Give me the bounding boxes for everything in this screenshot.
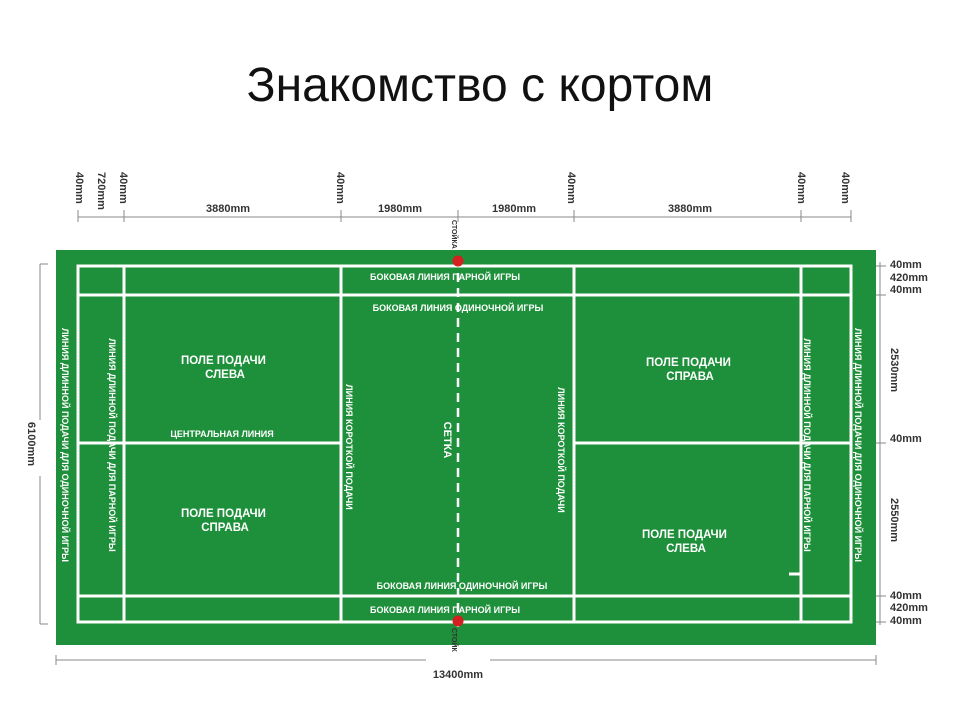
top-dim-720: 720mm bbox=[95, 172, 107, 210]
label-long-service-singles-left: ЛИНИЯ ДЛИННОЙ ПОДАЧИ ДЛЯ ОДИНОЧНОЙ ИГРЫ bbox=[60, 328, 71, 562]
bottom-dim-13400: 13400mm bbox=[433, 669, 483, 681]
right-dim-2530: 2530mm bbox=[888, 348, 900, 392]
label-short-service-right: ЛИНИЯ КОРОТКОЙ ПОДАЧИ bbox=[556, 387, 567, 512]
right-dimension-guides bbox=[876, 262, 886, 625]
zone-left-top-line2: СЛЕВА bbox=[205, 369, 245, 381]
zone-left-bottom: ПОЛЕ ПОДАЧИ СПРАВА bbox=[181, 508, 269, 534]
zone-left-top-line1: ПОЛЕ ПОДАЧИ bbox=[181, 355, 266, 367]
right-dim-2550: 2550mm bbox=[888, 498, 900, 542]
top-dim-1980-b: 1980mm bbox=[492, 203, 536, 215]
left-dim-6100: 6100mm bbox=[25, 422, 37, 466]
top-dim-1980-a: 1980mm bbox=[378, 203, 422, 215]
right-dim-40-b: 40mm bbox=[890, 284, 922, 296]
top-dim-40-a: 40mm bbox=[73, 172, 85, 204]
label-net: СЕТКА bbox=[441, 422, 453, 459]
label-long-service-doubles-left: ЛИНИЯ ДЛИННОЙ ПОДАЧИ ДЛЯ ПАРНОЙ ИГРЫ bbox=[107, 338, 118, 551]
net-post-top bbox=[452, 255, 464, 267]
zone-right-bottom: ПОЛЕ ПОДАЧИ СЛЕВА bbox=[642, 529, 730, 555]
label-post-bottom: СТОЙКА bbox=[450, 628, 459, 657]
label-singles-sideline-top: БОКОВАЯ ЛИНИЯ ОДИНОЧНОЙ ИГРЫ bbox=[373, 302, 544, 313]
top-dim-40-f: 40mm bbox=[839, 172, 851, 204]
zone-left-bottom-line1: ПОЛЕ ПОДАЧИ bbox=[181, 508, 266, 520]
zone-right-top: ПОЛЕ ПОДАЧИ СПРАВА bbox=[646, 357, 734, 383]
label-singles-sideline-bottom: БОКОВАЯ ЛИНИЯ ОДИНОЧНОЙ ИГРЫ bbox=[377, 580, 548, 591]
top-dim-40-b: 40mm bbox=[117, 172, 129, 204]
zone-right-top-line2: СПРАВА bbox=[666, 371, 714, 383]
zone-left-bottom-line2: СПРАВА bbox=[201, 522, 249, 534]
label-center-line: ЦЕНТРАЛЬНАЯ ЛИНИЯ bbox=[170, 429, 273, 439]
net-post-bottom bbox=[452, 615, 464, 627]
right-dim-40-e: 40mm bbox=[890, 615, 922, 627]
label-long-service-singles-right: ЛИНИЯ ДЛИННОЙ ПОДАЧИ ДЛЯ ОДИНОЧНОЙ ИГРЫ bbox=[853, 328, 864, 562]
right-dim-40-c: 40mm bbox=[890, 433, 922, 445]
zone-right-bottom-line1: ПОЛЕ ПОДАЧИ bbox=[642, 529, 727, 541]
top-dim-3880-b: 3880mm bbox=[668, 203, 712, 215]
zone-right-bottom-line2: СЛЕВА bbox=[666, 543, 706, 555]
court-lines bbox=[76, 264, 853, 624]
court-surface bbox=[56, 250, 876, 645]
slide-title: Знакомство с кортом bbox=[246, 59, 714, 112]
right-dim-420-b: 420mm bbox=[890, 602, 928, 614]
zone-right-top-line1: ПОЛЕ ПОДАЧИ bbox=[646, 357, 731, 369]
top-dim-3880-a: 3880mm bbox=[206, 203, 250, 215]
label-doubles-sideline-top: БОКОВАЯ ЛИНИЯ ПАРНОЙ ИГРЫ bbox=[370, 271, 520, 282]
right-dim-40-a: 40mm bbox=[890, 259, 922, 271]
top-dimension-guides bbox=[77, 210, 852, 222]
right-dim-420-a: 420mm bbox=[890, 272, 928, 284]
zone-left-top: ПОЛЕ ПОДАЧИ СЛЕВА bbox=[181, 355, 269, 381]
label-post-top: СТОЙКА bbox=[450, 220, 459, 249]
label-short-service-left: ЛИНИЯ КОРОТКОЙ ПОДАЧИ bbox=[344, 384, 355, 509]
label-doubles-sideline-bottom: БОКОВАЯ ЛИНИЯ ПАРНОЙ ИГРЫ bbox=[370, 604, 520, 615]
label-long-service-doubles-right: ЛИНИЯ ДЛИННОЙ ПОДАЧИ ДЛЯ ПАРНОЙ ИГРЫ bbox=[802, 338, 813, 551]
left-dim-backdrop bbox=[33, 420, 47, 476]
right-dim-40-d: 40mm bbox=[890, 590, 922, 602]
top-dim-40-d: 40mm bbox=[565, 172, 577, 204]
top-dim-40-e: 40mm bbox=[795, 172, 807, 204]
top-dim-40-c: 40mm bbox=[334, 172, 346, 204]
bottom-dim-backdrop bbox=[426, 652, 490, 668]
